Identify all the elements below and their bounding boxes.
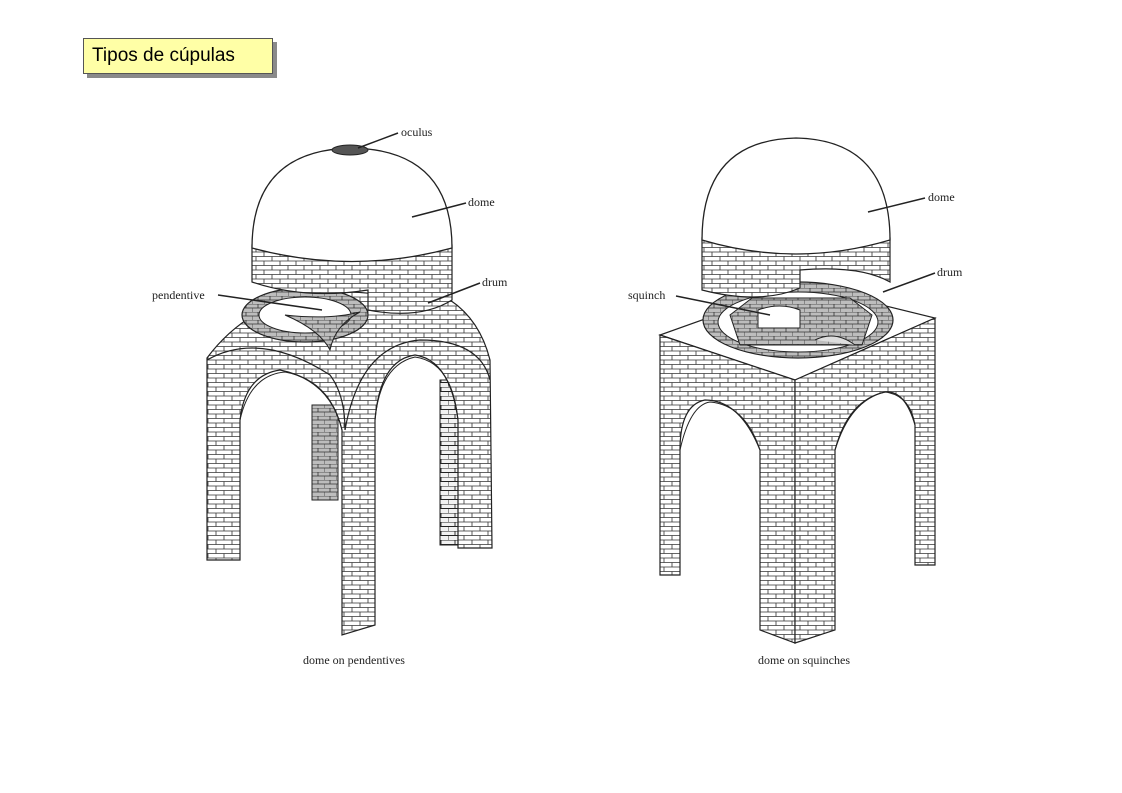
squinch-niche: [757, 305, 801, 329]
label-squinch: squinch: [628, 288, 665, 302]
left-dome: [251, 147, 453, 263]
front-left-arch-ring: [206, 347, 346, 431]
back-left-pier: [311, 404, 339, 501]
slide-title: Tipos de cúpulas: [83, 38, 273, 74]
label-drum-right: drum: [937, 265, 963, 279]
caption-squinches: dome on squinches: [758, 653, 850, 667]
label-pendentive: pendentive: [152, 288, 205, 302]
squinch-octagon: [729, 297, 873, 346]
label-drum-left: drum: [482, 275, 508, 289]
label-dome-right: dome: [928, 190, 955, 204]
caption-pendentives: dome on pendentives: [303, 653, 405, 667]
label-oculus: oculus: [401, 125, 433, 139]
left-drum: [251, 244, 453, 314]
pendentive-triangle: [284, 311, 361, 352]
cube-left-face: [659, 334, 796, 644]
right-diagram: dome drum squinch dome on squinches: [628, 137, 963, 667]
label-dome-left: dome: [468, 195, 495, 209]
right-dome: [701, 137, 891, 255]
left-diagram: oculus dome drum pendentive dome on pend…: [152, 125, 508, 667]
right-drum: [701, 237, 891, 298]
front-right-arch-ring: [344, 339, 491, 431]
